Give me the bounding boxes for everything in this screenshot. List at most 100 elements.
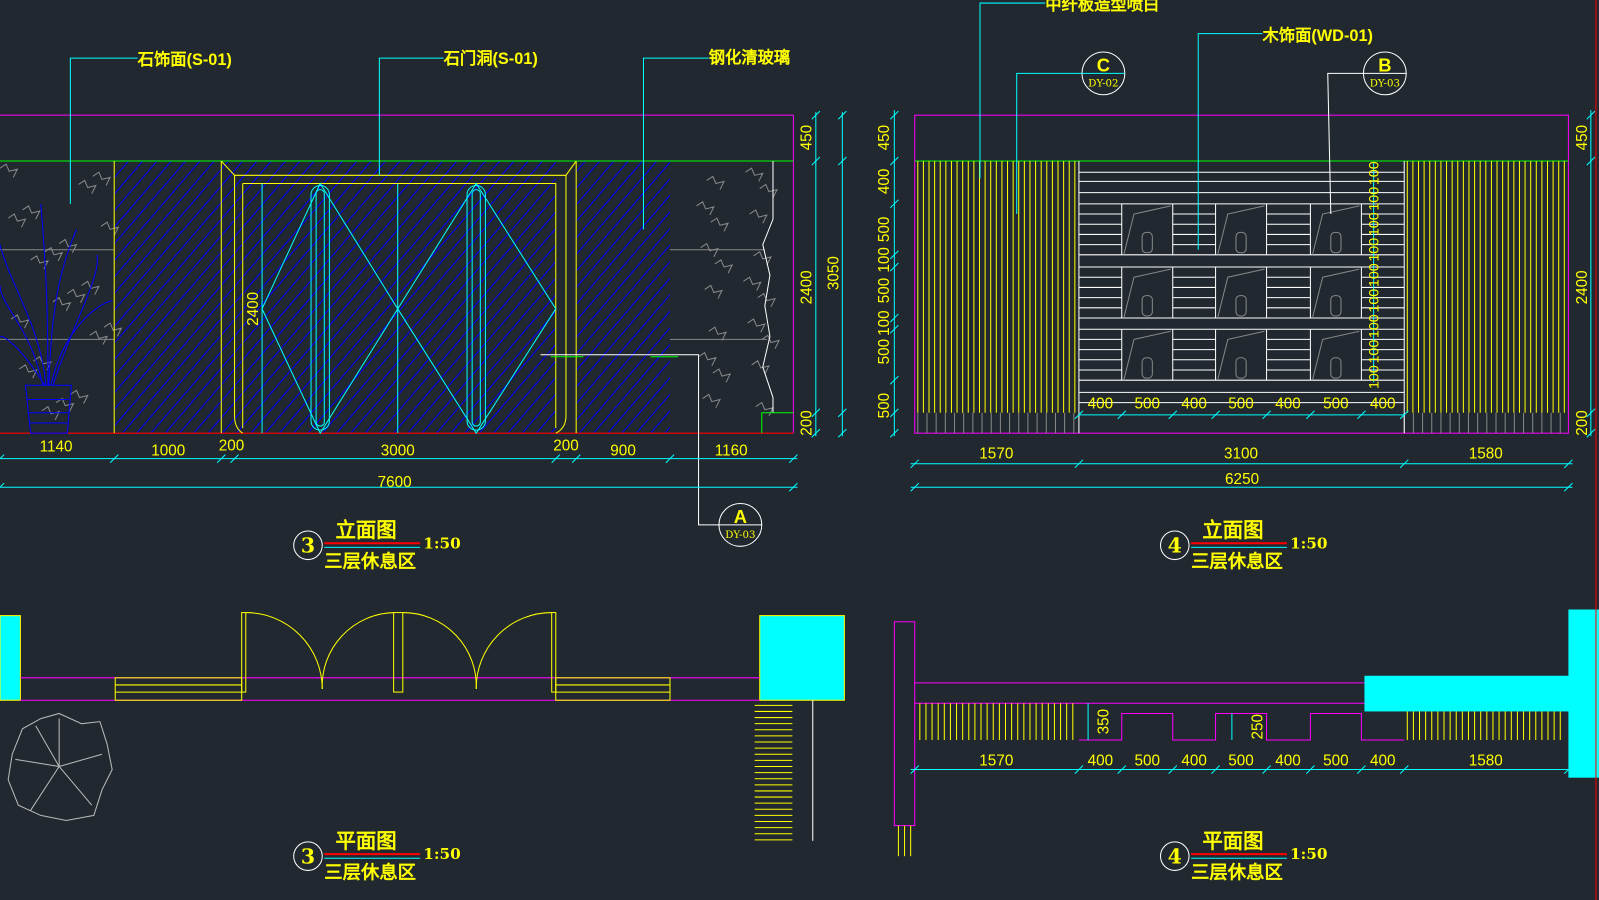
dimension-text: 450 — [1574, 125, 1591, 150]
ref-letter: B — [1378, 54, 1391, 75]
dimension-text: 100 — [876, 247, 893, 272]
total-width: 7600 — [378, 474, 412, 491]
detail-ref-b[interactable]: B DY-03 — [1362, 51, 1407, 96]
dimension-text: 100 — [1367, 365, 1383, 389]
detail-ref-c[interactable]: C DY-02 — [1081, 51, 1126, 96]
dimension-text: 500 — [1323, 396, 1349, 413]
ref-sheet: DY-03 — [725, 530, 755, 541]
column — [1568, 609, 1599, 778]
dimension-lines — [910, 703, 1573, 774]
ref-sheet: DY-02 — [1088, 79, 1118, 90]
dimension-text: 500 — [1323, 752, 1349, 769]
title-number: 3 — [301, 844, 315, 868]
drawing-name: 平面图 — [336, 829, 397, 853]
ref-letter: A — [734, 506, 747, 527]
dimension-text: 1580 — [1469, 446, 1503, 463]
glass-door — [261, 182, 557, 435]
label-stone-door: 石门洞(S-01) — [443, 49, 538, 68]
area-name: 三层休息区 — [1191, 862, 1283, 884]
leaders — [979, 2, 1263, 250]
dimension-lines — [0, 110, 847, 492]
dimension-texts: 4504005001005001005005004502400200100100… — [876, 125, 1591, 463]
dimension-text: 400 — [1181, 752, 1207, 769]
total-width: 6250 — [1225, 471, 1259, 488]
area-name: 三层休息区 — [324, 551, 416, 573]
glass-hatch — [114, 161, 670, 434]
wood-slats-plan — [919, 703, 1561, 740]
shelf-niches — [1078, 712, 1405, 741]
drawing-name: 立面图 — [336, 518, 397, 542]
depth-dim: 250 — [1249, 714, 1266, 739]
label-tempered-glass: 钢化清玻璃 — [709, 48, 791, 67]
dimension-text: 100 — [1367, 212, 1383, 236]
drawing-name: 立面图 — [1202, 518, 1263, 542]
leaders — [69, 57, 709, 230]
dim-200: 200 — [799, 410, 816, 435]
drawing-scale: 1:50 — [1290, 534, 1328, 552]
dimension-text: 1160 — [715, 443, 748, 460]
dimension-text: 3000 — [381, 443, 415, 460]
dimension-text: 100 — [1367, 289, 1383, 313]
dimension-text: 400 — [1275, 752, 1301, 769]
dimension-lines — [889, 110, 1596, 492]
dimension-text: 100 — [1367, 161, 1383, 185]
dimension-text: 400 — [1181, 396, 1207, 413]
right-elevation: 中纤板造型喷白 木饰面(WD-01) C DY-02 B DY-03 45040… — [876, 0, 1596, 573]
wall-outline — [914, 114, 1569, 434]
depth-dim: 350 — [1095, 709, 1112, 734]
stone-texture — [0, 163, 781, 421]
label-stone-finish: 石饰面(S-01) — [137, 50, 232, 69]
dimension-text: 400 — [876, 169, 893, 194]
title-number: 4 — [1168, 533, 1182, 557]
dimension-text: 400 — [1370, 396, 1396, 413]
drawing-scale: 1:50 — [423, 845, 461, 863]
drawing-scale: 1:50 — [1290, 845, 1328, 863]
dimension-text: 400 — [1088, 752, 1114, 769]
title-number: 4 — [1168, 844, 1182, 868]
dimension-text: 450 — [876, 125, 893, 150]
door-height-dim: 2400 — [245, 292, 262, 326]
door-plan — [114, 612, 793, 841]
ref-sheet: DY-03 — [1370, 79, 1400, 90]
dimension-text: 500 — [1228, 752, 1254, 769]
dimension-text: 500 — [1228, 396, 1254, 413]
leader — [1327, 72, 1364, 215]
dimension-text: 3100 — [1224, 446, 1258, 463]
skirting — [761, 412, 794, 434]
wall — [893, 621, 916, 827]
dimension-text: 100 — [1367, 187, 1383, 211]
label-mdf-white: 中纤板造型喷白 — [1045, 0, 1159, 14]
dimension-text: 1580 — [1469, 752, 1503, 769]
wall-end — [897, 825, 912, 857]
dimension-text: 400 — [1275, 396, 1301, 413]
detail-leader — [540, 354, 720, 526]
height-total: 3050 — [825, 256, 842, 290]
dim-450: 450 — [799, 125, 816, 150]
door-frame — [113, 160, 577, 434]
dimension-text: 400 — [1370, 752, 1396, 769]
dimension-text: 500 — [876, 217, 893, 242]
dimension-text: 900 — [610, 443, 636, 460]
drawing-name: 平面图 — [1202, 829, 1263, 853]
dimension-text: 200 — [553, 438, 579, 455]
dimension-text: 1570 — [979, 446, 1013, 463]
dimension-text: 100 — [1367, 238, 1383, 262]
dimension-text: 500 — [1134, 396, 1160, 413]
detail-ref-a[interactable]: A DY-03 — [718, 503, 763, 547]
plant-icon — [0, 203, 113, 434]
dimension-text: 200 — [219, 438, 245, 455]
wood-slats — [917, 161, 1565, 434]
dimension-text: 1000 — [151, 443, 185, 460]
dimension-text: 1570 — [979, 752, 1013, 769]
dimension-text: 200 — [1574, 410, 1591, 435]
stone-edge — [762, 161, 774, 413]
title-right-plan: 4 平面图 1:50 三层休息区 — [1159, 829, 1328, 884]
